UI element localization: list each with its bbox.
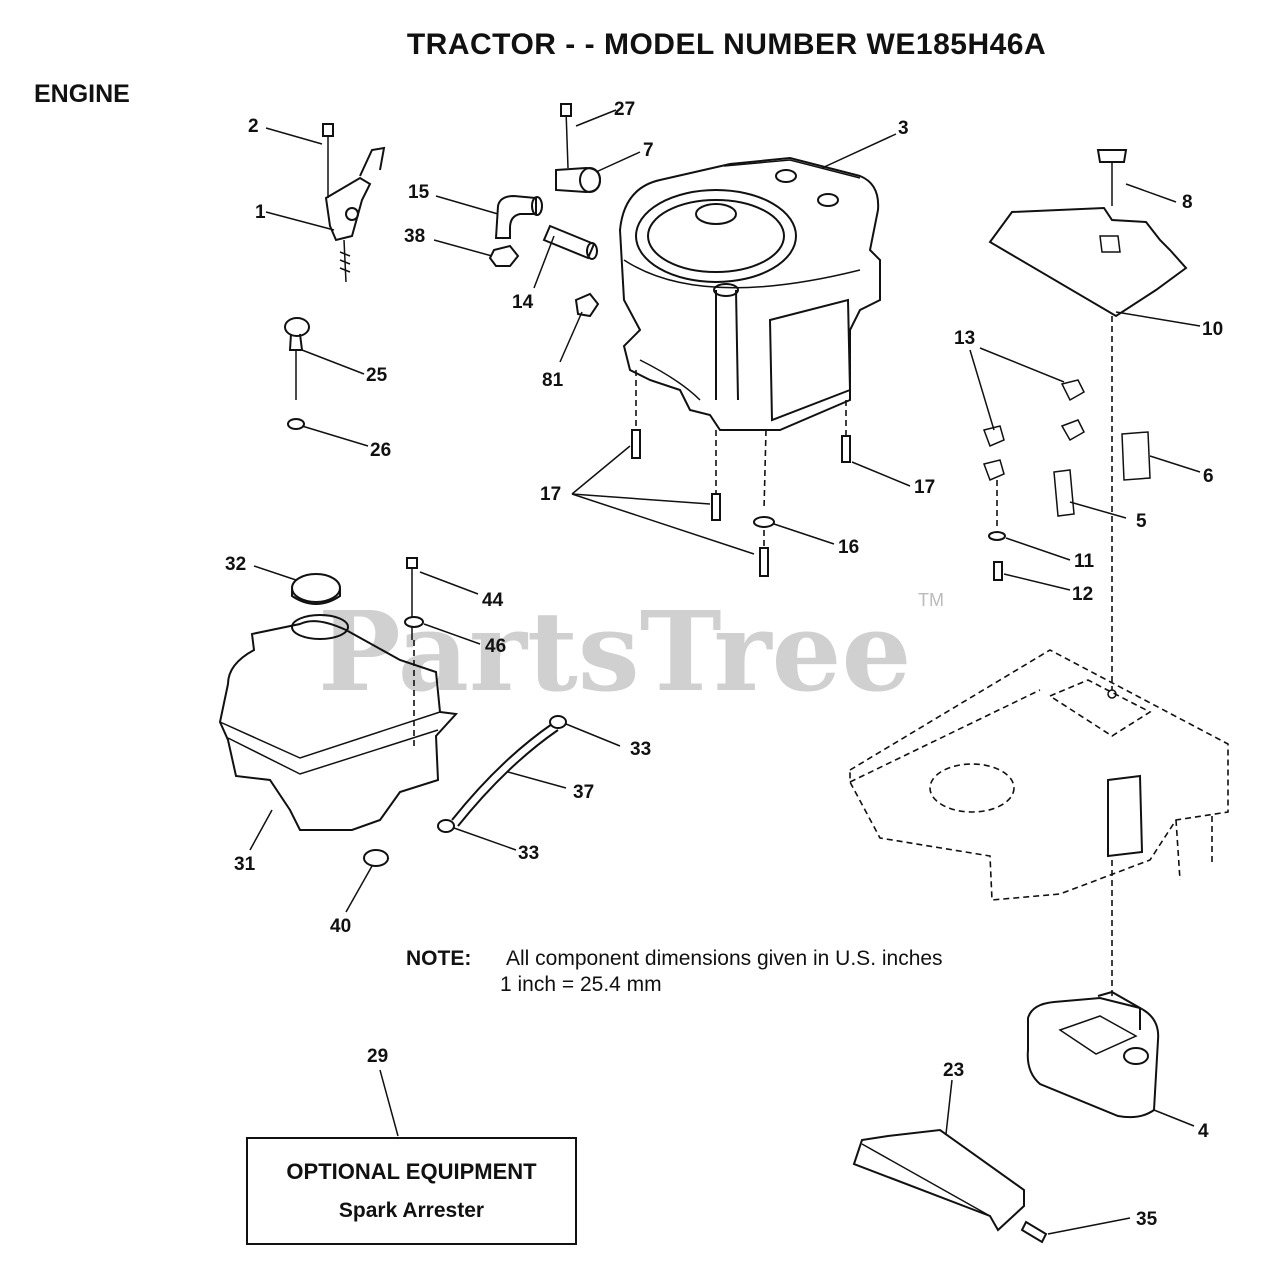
callout-32: 32 xyxy=(225,554,246,575)
callout-12: 12 xyxy=(1072,584,1093,605)
callout-37: 37 xyxy=(573,782,594,803)
callout-26: 26 xyxy=(370,440,391,461)
fuel-fittings xyxy=(488,194,600,318)
clamp-part xyxy=(555,103,602,194)
callout-29: 29 xyxy=(367,1046,388,1067)
callout-13: 13 xyxy=(954,328,975,349)
mounting-bolts xyxy=(631,370,851,577)
callout-17-left: 17 xyxy=(540,484,561,505)
diagram-title: TRACTOR - - MODEL NUMBER WE185H46A xyxy=(406,28,1047,61)
optional-equipment-box: OPTIONAL EQUIPMENT Spark Arrester xyxy=(246,1137,577,1245)
callout-35: 35 xyxy=(1136,1209,1158,1230)
leader-lines xyxy=(249,109,1201,1235)
optional-equipment-heading: OPTIONAL EQUIPMENT xyxy=(286,1159,537,1184)
callout-33-lower: 33 xyxy=(518,843,539,864)
section-heading: ENGINE xyxy=(34,80,130,108)
air-deflector-plate xyxy=(988,149,1188,690)
callout-4: 4 xyxy=(1198,1121,1209,1142)
watermark-trademark: TM xyxy=(918,590,944,610)
callout-16: 16 xyxy=(838,537,859,558)
callout-1: 1 xyxy=(255,202,266,223)
callout-14: 14 xyxy=(512,292,534,313)
fuel-tank-part xyxy=(218,557,459,867)
watermark: PartsTree xyxy=(318,587,912,716)
callout-46: 46 xyxy=(485,636,506,657)
note-label: NOTE: xyxy=(406,947,472,970)
callout-5: 5 xyxy=(1136,511,1147,532)
callout-3: 3 xyxy=(898,118,909,139)
callout-17-right: 17 xyxy=(914,477,935,498)
callout-10: 10 xyxy=(1202,319,1223,340)
callout-labels: 1 2 3 4 5 6 7 8 10 11 12 13 14 15 16 17 … xyxy=(225,99,1223,1230)
callout-44: 44 xyxy=(482,590,504,611)
callout-31: 31 xyxy=(234,854,256,875)
callout-33-upper: 33 xyxy=(630,739,651,760)
callout-2: 2 xyxy=(248,116,259,137)
callout-25: 25 xyxy=(366,365,388,386)
muffler-part xyxy=(1026,860,1160,1119)
optional-equipment-item: Spark Arrester xyxy=(338,1199,485,1222)
callout-11: 11 xyxy=(1074,551,1095,572)
callout-27: 27 xyxy=(614,99,635,120)
throttle-control-part xyxy=(322,123,386,283)
fuel-hose-part xyxy=(437,715,567,833)
tractor-frame xyxy=(849,649,1229,901)
callout-81: 81 xyxy=(542,370,564,391)
callout-7: 7 xyxy=(643,140,654,161)
callout-8: 8 xyxy=(1182,192,1193,213)
engine-part xyxy=(618,156,881,431)
callout-23: 23 xyxy=(943,1060,964,1081)
heat-shield-part xyxy=(852,1128,1048,1244)
note-line-2: 1 inch = 25.4 mm xyxy=(500,973,662,996)
callout-38: 38 xyxy=(404,226,425,247)
callout-40: 40 xyxy=(330,916,351,937)
callout-15: 15 xyxy=(408,182,430,203)
dimension-note: NOTE: All component dimensions given in U… xyxy=(406,946,943,998)
note-line-1: All component dimensions given in U.S. i… xyxy=(506,947,943,970)
knob-rod-part xyxy=(284,317,310,430)
spacer-group xyxy=(983,379,1151,581)
callout-6: 6 xyxy=(1203,466,1214,487)
